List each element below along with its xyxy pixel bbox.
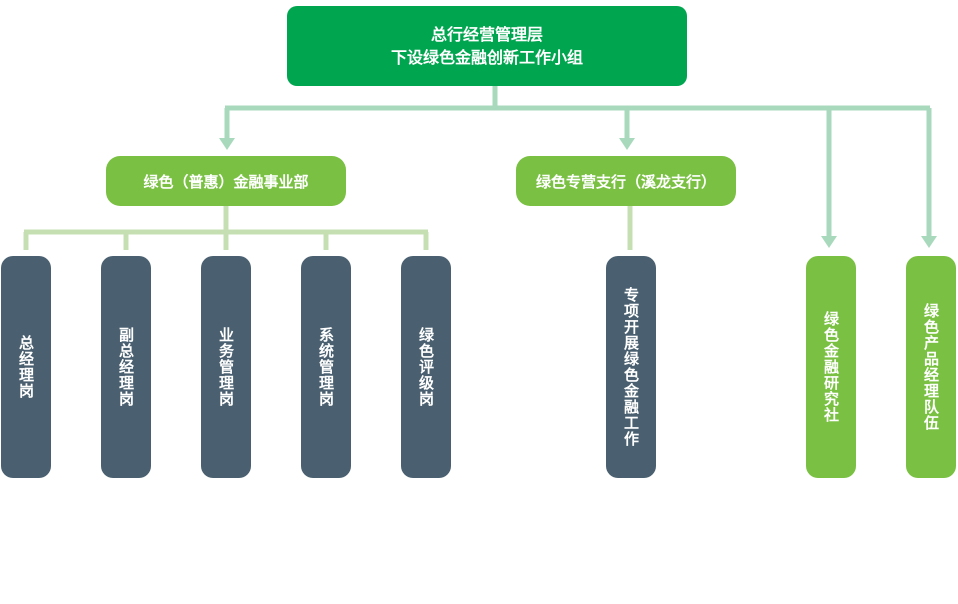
arrow-department-icon [219, 138, 235, 150]
management-subtitle: 下设绿色金融创新工作小组 [390, 48, 583, 67]
branch-box: 绿色专营支行（溪龙支行） [516, 156, 736, 206]
arrow-research-icon [821, 236, 837, 248]
product-team-box: 绿色产品经理队伍 [906, 256, 956, 478]
post-business-management: 业务管理岗 [201, 256, 251, 478]
post-general-manager: 总经理岗 [1, 256, 51, 478]
post-green-rating: 绿色评级岗 [401, 256, 451, 478]
management-box: 总行经营管理层 下设绿色金融创新工作小组 [287, 6, 687, 86]
arrow-branch-icon [619, 138, 635, 150]
research-society-box: 绿色金融研究社 [806, 256, 856, 478]
post-deputy-manager: 副总经理岗 [101, 256, 151, 478]
post-system-management: 系统管理岗 [301, 256, 351, 478]
department-box: 绿色（普惠）金融事业部 [106, 156, 346, 206]
management-title: 总行经营管理层 [430, 25, 543, 44]
branch-task-box: 专项开展绿色金融工作 [606, 256, 656, 478]
arrow-product-icon [921, 236, 937, 248]
